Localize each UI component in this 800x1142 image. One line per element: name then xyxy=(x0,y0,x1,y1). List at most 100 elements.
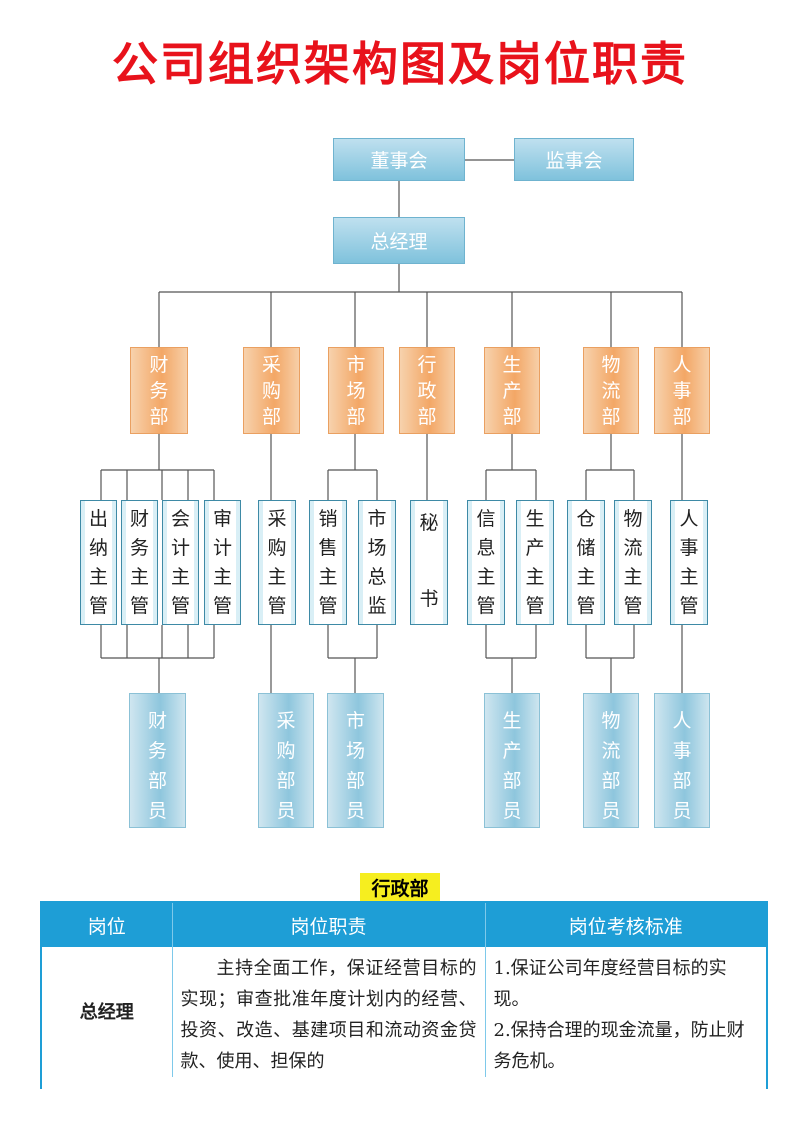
manager-char: 信 xyxy=(476,507,496,530)
dept-char: 采 xyxy=(261,353,281,376)
page-title: 公司组织架构图及岗位职责 xyxy=(112,37,688,91)
manager-char: 销 xyxy=(318,507,338,530)
dept-char: 购 xyxy=(261,379,281,402)
staff-char: 部 xyxy=(345,770,365,792)
table-row: 总经理 主持全面工作，保证经营目标的实现；审查批准年度计划内的经营、投资、改造、… xyxy=(42,947,766,1077)
staff-char: 员 xyxy=(276,800,296,822)
manager-char: 主 xyxy=(679,565,699,588)
manager-char: 管 xyxy=(476,594,496,617)
manager-char: 事 xyxy=(679,536,699,559)
manager-char: 管 xyxy=(318,594,338,617)
manager-char: 仓 xyxy=(576,507,596,530)
dept-char: 场 xyxy=(346,379,366,402)
manager-char: 书 xyxy=(419,588,439,610)
manager-char: 产 xyxy=(525,536,545,559)
dept-char: 部 xyxy=(417,405,437,428)
manager-char: 主 xyxy=(267,565,287,588)
staff-char: 场 xyxy=(345,740,365,762)
staff-char: 部 xyxy=(672,770,692,792)
staff-char: 人 xyxy=(672,710,692,732)
manager-char: 主 xyxy=(476,565,496,588)
staff-char: 流 xyxy=(601,740,621,762)
dept-char: 人 xyxy=(672,353,692,376)
manager-char: 主 xyxy=(212,565,232,588)
staff-char: 购 xyxy=(276,740,296,762)
manager-char: 市 xyxy=(367,507,387,530)
manager-char: 人 xyxy=(679,507,699,530)
supervisory-board-box: 监事会 xyxy=(514,138,634,181)
manager-char: 计 xyxy=(170,536,190,559)
manager-char: 秘 xyxy=(419,512,439,534)
staff-char: 务 xyxy=(147,740,167,762)
staff-char: 部 xyxy=(147,770,167,792)
manager-char: 管 xyxy=(267,594,287,617)
manager-char: 管 xyxy=(170,594,190,617)
manager-char: 审 xyxy=(212,507,232,530)
dept-char: 部 xyxy=(346,405,366,428)
dept-marketing: 市 场 部 xyxy=(328,347,384,434)
staff-char: 产 xyxy=(502,740,522,762)
manager-purchasing: 采 购 主 管 xyxy=(258,500,296,625)
manager-char: 主 xyxy=(88,565,108,588)
manager-production: 生 产 主 管 xyxy=(516,500,554,625)
staff-char: 工 xyxy=(276,826,295,827)
staff-char: 部 xyxy=(601,770,621,792)
staff-char: 采 xyxy=(276,710,296,732)
manager-finance: 财 务 主 管 xyxy=(121,500,158,625)
cell-duties: 主持全面工作，保证经营目标的实现；审查批准年度计划内的经营、投资、改造、基建项目… xyxy=(172,947,486,1077)
manager-char: 监 xyxy=(367,594,387,617)
dept-char: 部 xyxy=(149,405,169,428)
staff-char: 财 xyxy=(147,710,167,732)
section-label: 行政部 xyxy=(360,873,440,901)
staff-char: 事 xyxy=(672,740,692,762)
manager-char: 管 xyxy=(88,594,108,617)
manager-accounting: 会 计 主 管 xyxy=(162,500,199,625)
manager-marketing-director: 市 场 总 监 xyxy=(358,500,396,625)
staff-char: 工 xyxy=(502,826,521,827)
staff-char: 员 xyxy=(147,800,167,822)
manager-char: 主 xyxy=(623,565,643,588)
criteria-line: 1.保证公司年度经营目标的实现。 xyxy=(493,958,727,1010)
dept-char: 事 xyxy=(672,379,692,402)
manager-char: 会 xyxy=(170,507,190,530)
staff-char: 工 xyxy=(148,826,167,827)
dept-char: 部 xyxy=(261,405,281,428)
criteria-line: 2.保持合理的现金流量，防止财务危机。 xyxy=(493,1020,745,1072)
cell-position: 总经理 xyxy=(42,947,173,1077)
staff-char: 员 xyxy=(502,800,522,822)
manager-char: 生 xyxy=(525,507,545,530)
staff-char: 员 xyxy=(601,800,621,822)
dept-char: 部 xyxy=(672,405,692,428)
manager-secretary: 秘 书 xyxy=(410,500,448,625)
dept-char: 市 xyxy=(346,353,366,376)
dept-char: 财 xyxy=(149,353,169,376)
manager-char: 务 xyxy=(129,536,149,559)
staff-marketing: 市 场 部 员 工 xyxy=(327,693,384,828)
cell-criteria: 1.保证公司年度经营目标的实现。 2.保持合理的现金流量，防止财务危机。 xyxy=(485,947,766,1077)
duties-text: 主持全面工作，保证经营目标的实现；审查批准年度计划内的经营、投资、改造、基建项目… xyxy=(180,958,477,1072)
dept-logistics: 物 流 部 xyxy=(583,347,639,434)
staff-char: 员 xyxy=(672,800,692,822)
manager-char: 流 xyxy=(623,536,643,559)
manager-cashier: 出 纳 主 管 xyxy=(80,500,117,625)
manager-char: 息 xyxy=(476,536,496,559)
manager-audit: 审 计 主 管 xyxy=(204,500,241,625)
dept-admin: 行 政 部 xyxy=(399,347,455,434)
manager-char: 管 xyxy=(525,594,545,617)
board-of-directors-box: 董事会 xyxy=(333,138,465,181)
staff-production: 生 产 部 员 工 xyxy=(484,693,540,828)
manager-char: 管 xyxy=(576,594,596,617)
manager-char: 管 xyxy=(679,594,699,617)
dept-char: 产 xyxy=(502,379,522,402)
manager-char: 主 xyxy=(129,565,149,588)
staff-char: 工 xyxy=(672,826,691,827)
manager-char: 管 xyxy=(212,594,232,617)
staff-char: 员 xyxy=(345,800,365,822)
header-duties: 岗位职责 xyxy=(172,903,486,947)
manager-info: 信 息 主 管 xyxy=(467,500,505,625)
dept-purchasing: 采 购 部 xyxy=(243,347,300,434)
manager-char: 纳 xyxy=(88,536,108,559)
header-position: 岗位 xyxy=(42,903,173,947)
manager-char: 财 xyxy=(129,507,149,530)
